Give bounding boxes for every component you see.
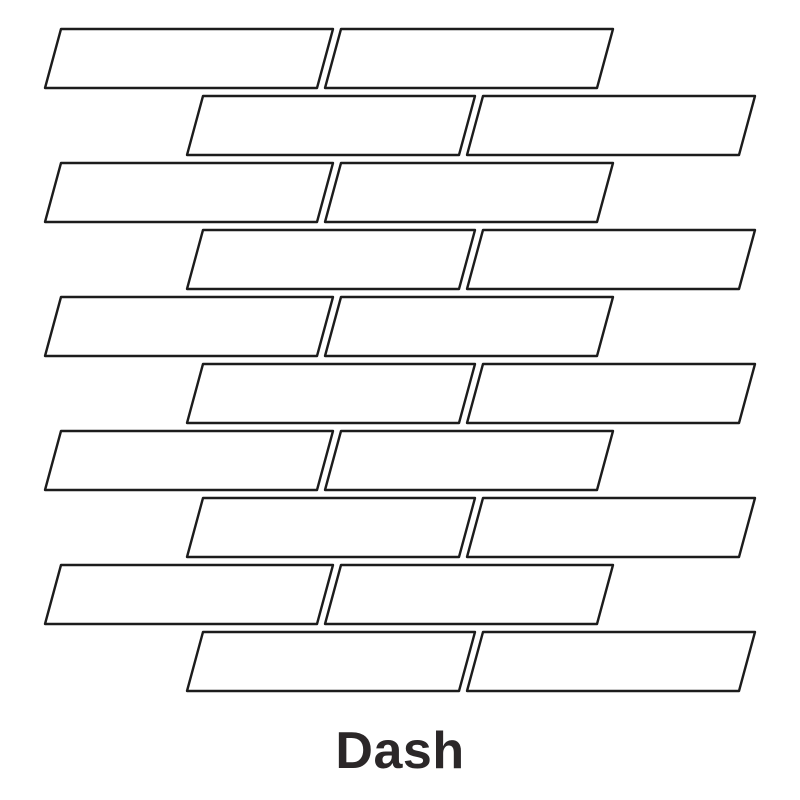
tile-row5-col1 <box>43 295 335 358</box>
tile-row10-col2 <box>465 630 757 693</box>
tile-row10-col1 <box>185 630 477 693</box>
pattern-name-label: Dash <box>335 722 465 780</box>
tile-row8-col1 <box>185 496 477 559</box>
tile-row6-col1 <box>185 362 477 425</box>
tile-row2-col1 <box>185 94 477 157</box>
tile-row5-col2 <box>323 295 615 358</box>
tile-row3-col1 <box>43 161 335 224</box>
tile-row4-col1 <box>185 228 477 291</box>
tile-row9-col2 <box>323 563 615 626</box>
tile-row2-col2 <box>465 94 757 157</box>
tile-row3-col2 <box>323 161 615 224</box>
tile-row8-col2 <box>465 496 757 559</box>
tile-row1-col2 <box>323 27 615 90</box>
tile-row7-col1 <box>43 429 335 492</box>
tile-row1-col1 <box>43 27 335 90</box>
tile-row7-col2 <box>323 429 615 492</box>
tile-row9-col1 <box>43 563 335 626</box>
tile-row6-col2 <box>465 362 757 425</box>
tile-row4-col2 <box>465 228 757 291</box>
